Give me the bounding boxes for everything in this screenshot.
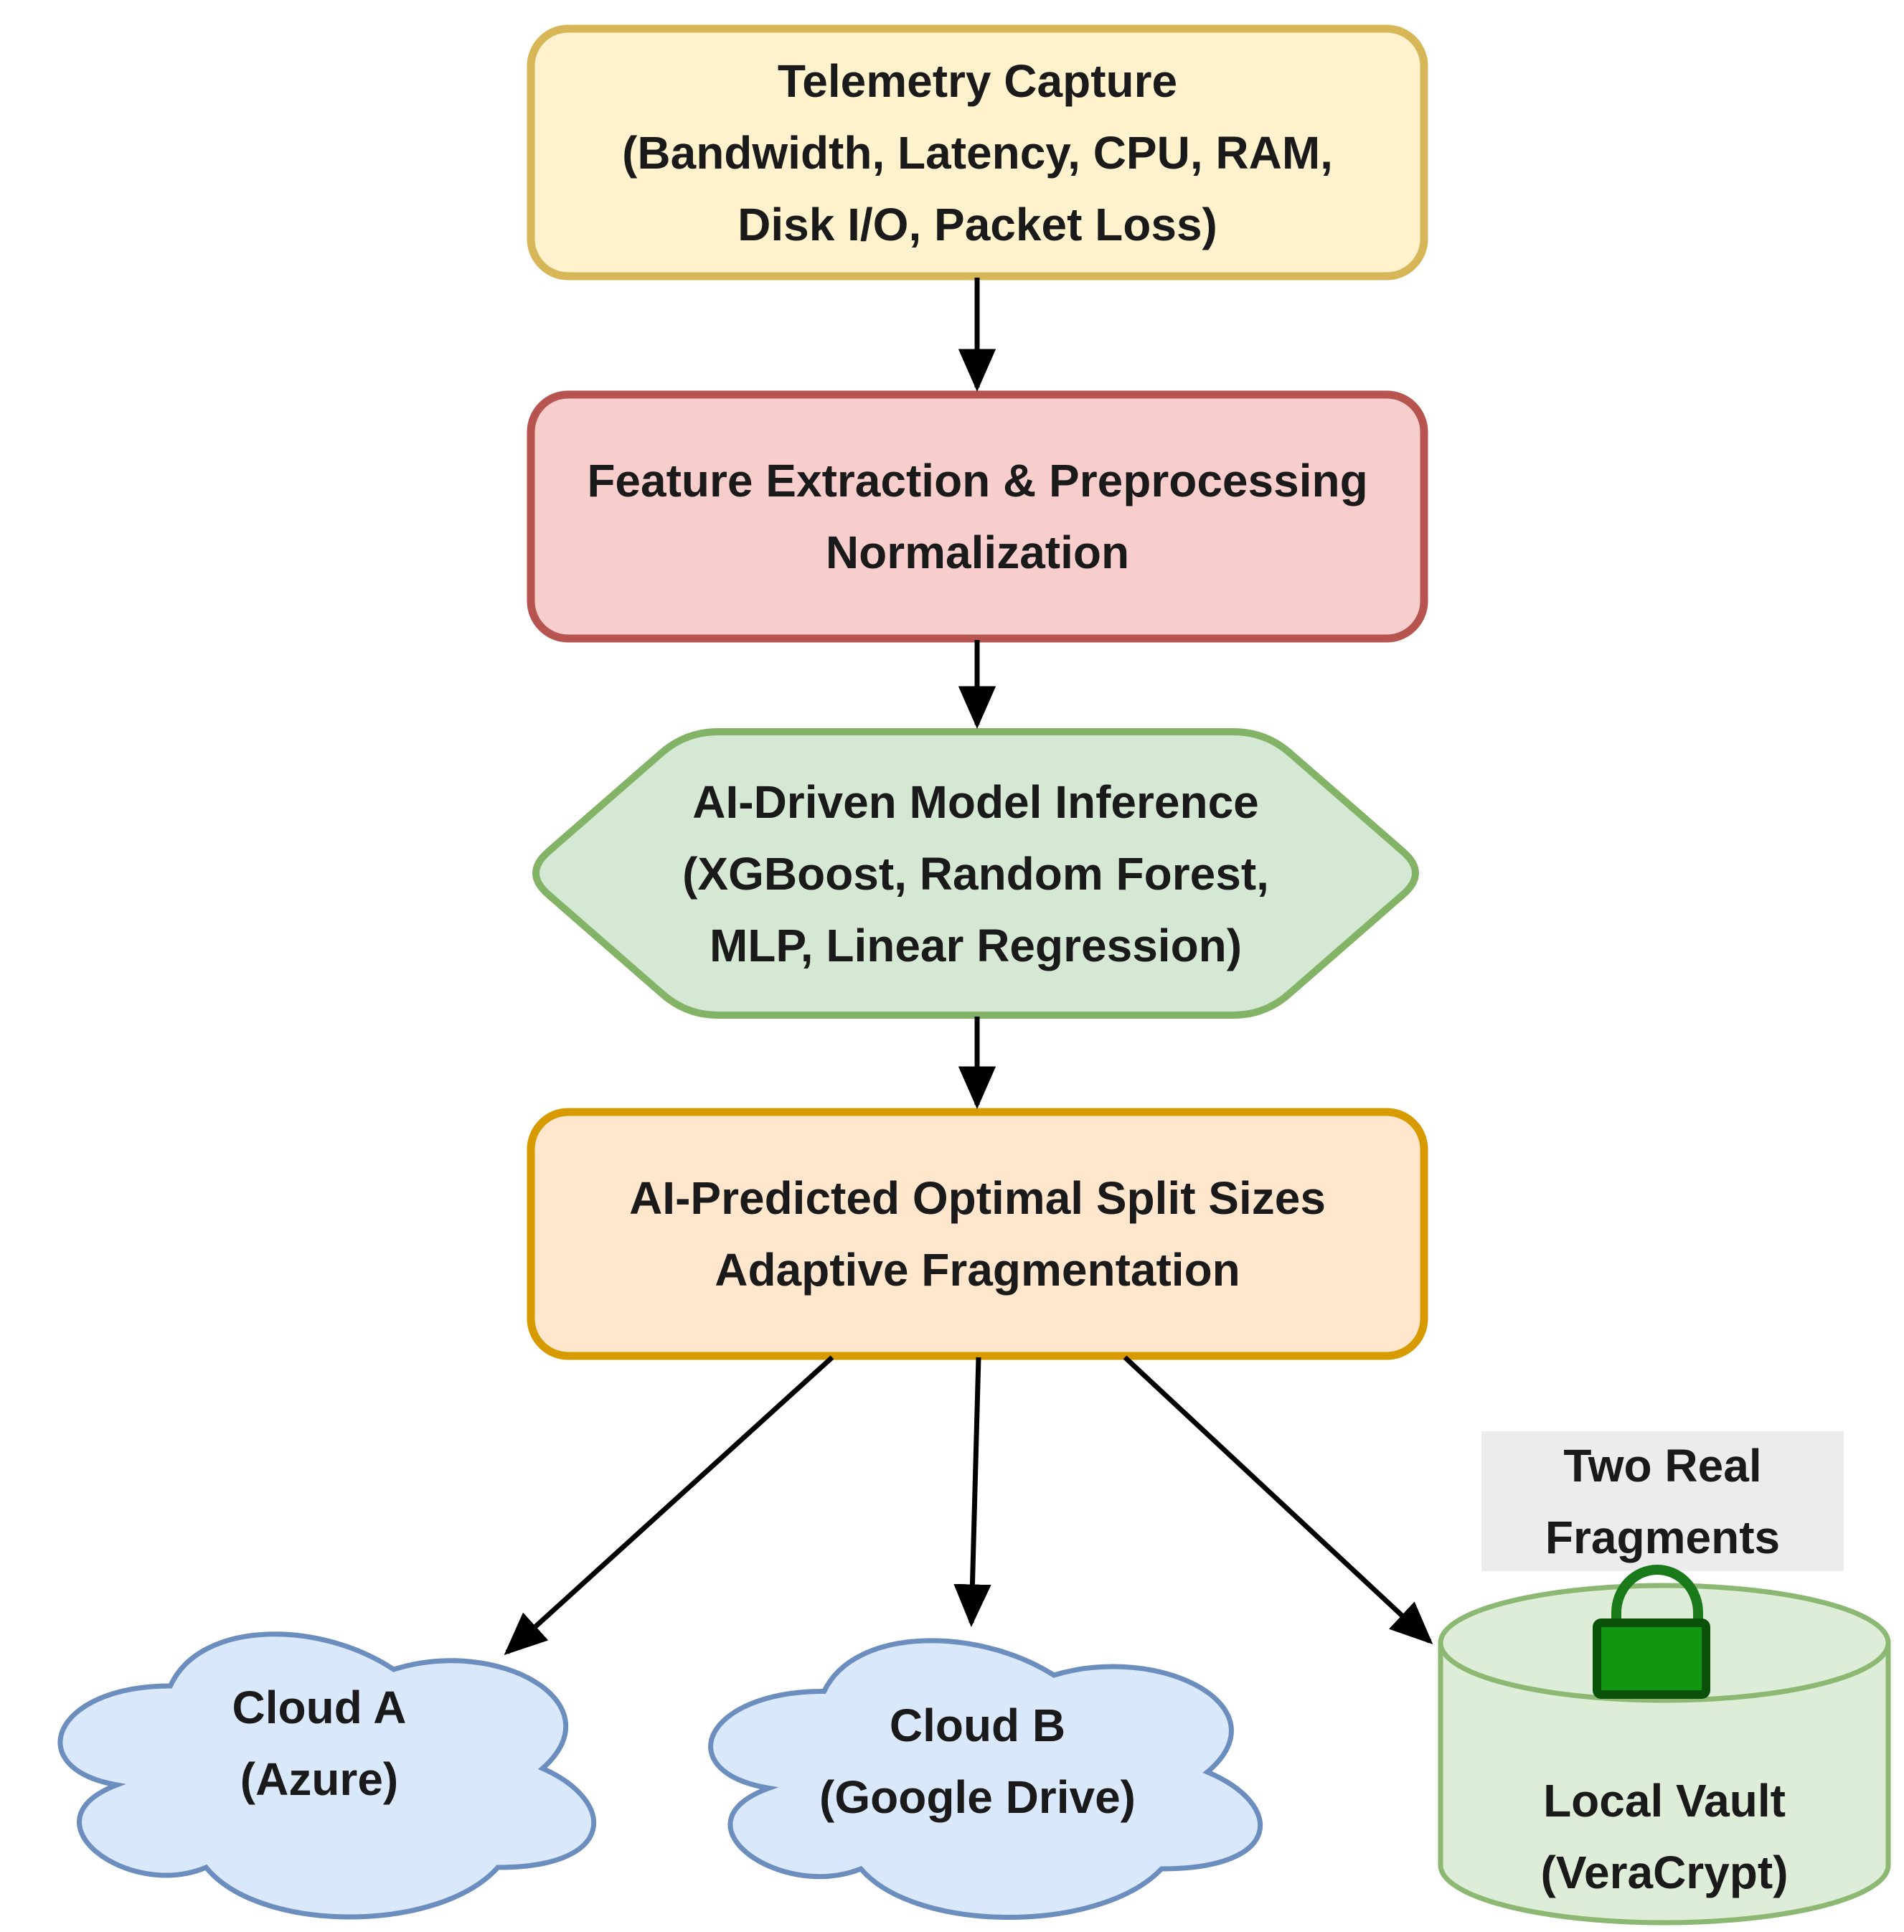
edge-split-to-cloud-a <box>504 1355 834 1655</box>
model-inference-node-shape <box>532 728 1419 1019</box>
cylinder-front-rim <box>1438 1642 1891 1703</box>
lock-shackle <box>1611 1565 1703 1629</box>
telemetry-node-shape <box>527 24 1428 281</box>
edge-split-to-vault <box>1123 1355 1433 1645</box>
split-sizes-node-shape <box>527 1108 1428 1360</box>
edge-split-to-cloud-b <box>953 1357 991 1627</box>
fragments-note-background <box>1481 1431 1844 1571</box>
cloud-b-node-shape <box>708 1638 1263 1920</box>
feature-extraction-node-shape <box>527 390 1428 643</box>
local-vault-node-shape <box>1438 1583 1891 1926</box>
lock-body <box>1593 1618 1710 1699</box>
lock-icon <box>1593 1565 1710 1699</box>
cloud-a-node-shape <box>57 1631 597 1920</box>
